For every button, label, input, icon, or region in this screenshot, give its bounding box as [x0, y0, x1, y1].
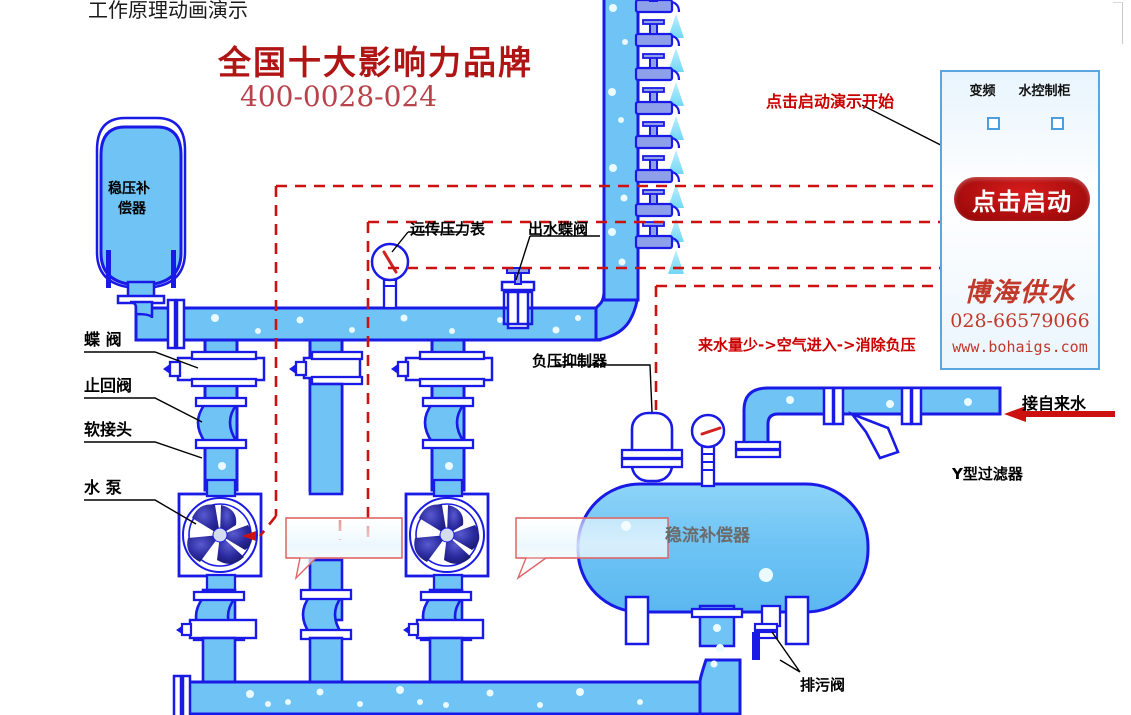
water-pump-1 — [177, 478, 263, 593]
annotation-click-start-demo: 点击启动演示开始 — [766, 92, 895, 111]
control-wiring-dashed — [258, 184, 940, 540]
brand-slogan: 全国十大影响力品牌 — [218, 43, 533, 82]
label-flexible-joint: 软接头 — [84, 420, 133, 439]
label-y-strainer: Y型过滤器 — [952, 465, 1023, 483]
company-website[interactable]: www.bohaigs.com — [952, 338, 1088, 356]
inlet-pipe-assembly — [734, 386, 1002, 460]
pump-branch-2 — [289, 338, 364, 686]
remote-pressure-gauge — [370, 242, 410, 310]
label-negative-pressure-suppressor: 负压抑制器 — [532, 352, 608, 370]
branch-butterfly-valve — [391, 350, 494, 388]
label-remote-pressure-gauge: 远传压力表 — [410, 220, 486, 238]
negative-pressure-suppressor — [620, 411, 684, 483]
suction-manifold-pipe — [172, 658, 742, 715]
branch-butterfly-valve — [289, 350, 364, 386]
company-name: 博海供水 — [963, 278, 1076, 308]
branch-butterfly-valve — [163, 350, 266, 388]
pump-branch-3 — [391, 338, 494, 686]
outlet-butterfly-valve — [500, 267, 536, 330]
vertical-riser-pipe — [602, 0, 640, 302]
brand-phone: 400-0028-024 — [240, 80, 438, 113]
label-water-pump: 水 泵 — [84, 478, 122, 497]
label-drain-valve: 排污阀 — [800, 676, 846, 694]
control-wiring-arrow — [242, 531, 256, 541]
water-pump-2 — [404, 478, 490, 593]
riser-tap — [634, 121, 684, 174]
riser-tap — [634, 155, 684, 208]
pump-impeller-1 — [187, 504, 253, 564]
control-cabinet-panel[interactable]: 变频 水控制柜 点击启动 博海供水 028-66579066 www.bohai… — [940, 70, 1100, 370]
y-strainer — [848, 411, 900, 460]
riser-tap — [634, 0, 684, 38]
checkbox-variable-frequency[interactable] — [987, 117, 1000, 130]
panel-header-right: 水控制柜 — [1018, 84, 1071, 99]
pressure-compensator-vessel — [95, 116, 187, 340]
annotation-negative-pressure-flow: 来水量少->空气进入->消除负压 — [698, 336, 916, 354]
flexible-joint — [421, 396, 475, 470]
tap-water-arrow — [1004, 406, 1115, 422]
label-butterfly-valve: 蝶 阀 — [84, 330, 122, 349]
flexible-joint — [299, 588, 353, 641]
pump-status-callout-2 — [515, 517, 669, 580]
flexible-joint — [194, 396, 248, 470]
label-pressure-compensator-line2: 偿器 — [118, 201, 146, 217]
checkbox-water-control[interactable] — [1051, 117, 1064, 130]
label-outlet-butterfly-valve: 出水蝶阀 — [528, 220, 589, 238]
corner-marker — [1113, 2, 1123, 44]
label-check-valve: 止回阀 — [84, 376, 133, 395]
page-title: 工作原理动画演示 — [88, 0, 248, 22]
panel-header-left: 变频 — [969, 84, 996, 99]
tank-pressure-gauge — [690, 413, 726, 488]
riser-tap — [634, 87, 684, 140]
branch-butterfly-valve — [403, 618, 485, 640]
riser-tap — [634, 221, 684, 274]
branch-butterfly-valve — [176, 618, 258, 640]
flow-stabilizer-tank — [576, 482, 870, 668]
riser-tap — [634, 19, 684, 72]
annotation-connect-tap-water: 接自来水 — [1022, 394, 1087, 413]
riser-tap-group — [634, 0, 684, 274]
pump-branch-1 — [163, 338, 266, 686]
panel-header: 变频 水控制柜 — [942, 80, 1098, 99]
pipework-group — [95, 0, 1002, 715]
riser-tap — [634, 53, 684, 106]
label-flow-stabilizer-tank: 稳流补偿器 — [665, 526, 750, 546]
pump-impeller-2 — [414, 504, 480, 564]
header-left-flange — [166, 298, 186, 350]
company-telephone: 028-66579066 — [950, 310, 1090, 332]
drain-valve — [752, 604, 782, 660]
pump-status-callout-1 — [285, 517, 403, 581]
start-demo-button[interactable]: 点击启动 — [954, 177, 1090, 221]
label-pressure-compensator-line1: 稳压补 — [108, 181, 150, 197]
